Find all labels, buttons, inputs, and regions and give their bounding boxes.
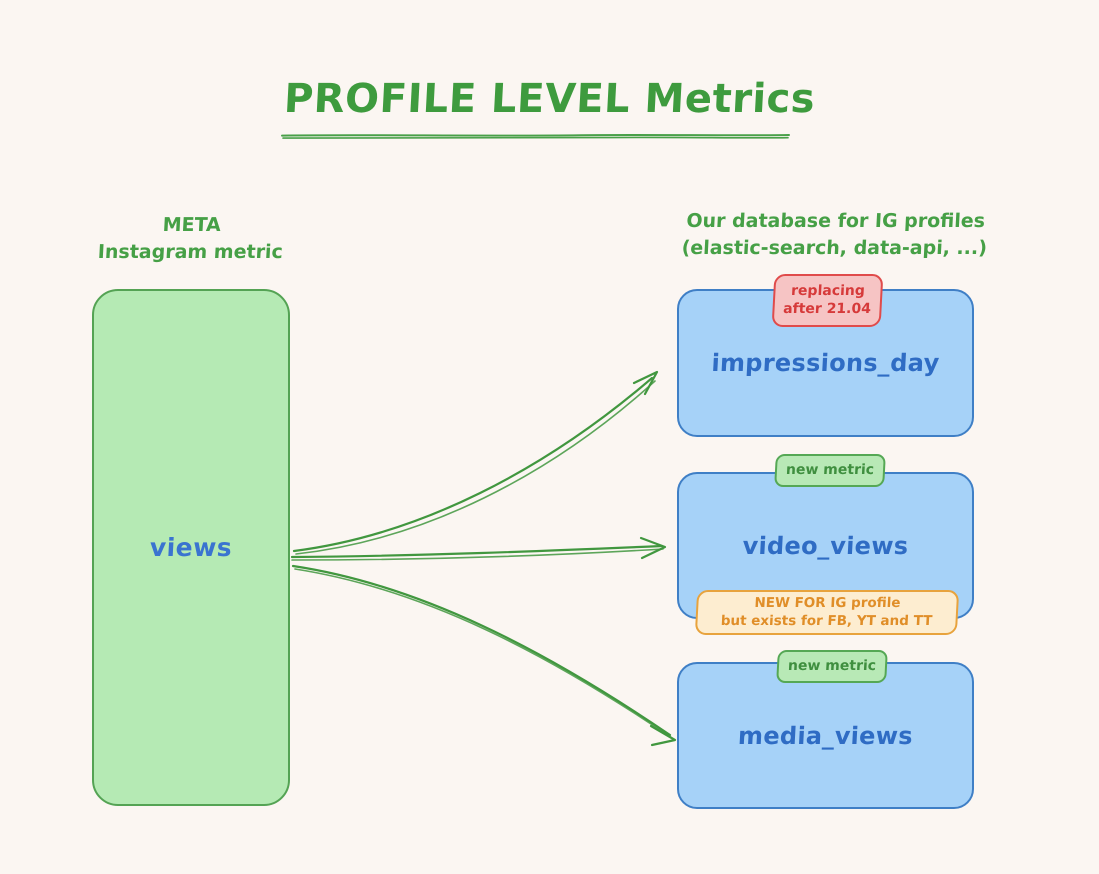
badge-new-for-ig-line-2: but exists for FB, YT and TT [720,612,933,629]
title-block: PROFILE LEVEL Metrics [0,76,1099,139]
left-caption-line-1: META [162,214,222,236]
page-title: PROFILE LEVEL Metrics [282,76,817,122]
badge-replacing-line-1: replacing [790,282,866,299]
badge-new-metric-video-views: new metric [774,454,886,487]
badge-replacing-line-2: after 21.04 [782,300,872,317]
arrow-to-impressions-day [292,370,659,555]
right-caption-line-2: (elastic-search, data-api, ...) [681,236,988,259]
arrow-to-video-views [290,536,667,561]
right-column-caption: Our database for IG profiles (elastic-se… [639,208,1032,262]
left-caption-line-2: Instagram metric [97,240,284,263]
target-node-media-views[interactable]: media_views [677,662,974,809]
badge-new-metric-media-views: new metric [776,650,888,683]
title-underline [281,133,790,139]
right-caption-line-1: Our database for IG profiles [685,210,986,232]
arrow-to-media-views [291,564,677,747]
badge-replacing-after: replacing after 21.04 [771,274,884,327]
source-node-label: views [149,533,233,562]
target-node-label: media_views [737,721,914,750]
left-column-caption: META Instagram metric [59,212,324,266]
badge-new-metric-label: new metric [787,657,877,674]
source-node-views[interactable]: views [92,289,290,806]
badge-new-for-ig-line-1: NEW FOR IG profile [754,595,901,612]
badge-new-for-ig-profile: NEW FOR IG profile but exists for FB, YT… [694,590,960,635]
badge-new-metric-label: new metric [785,461,875,478]
